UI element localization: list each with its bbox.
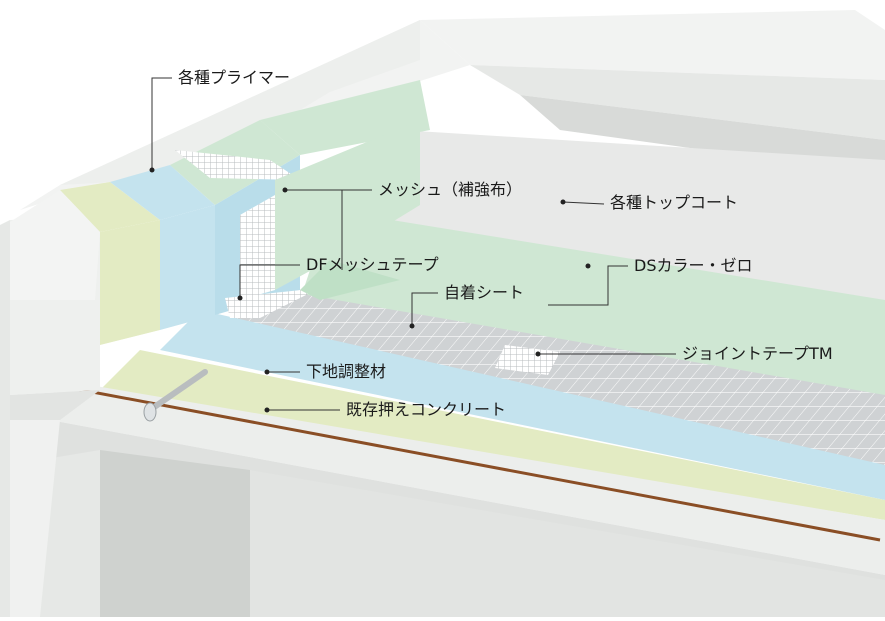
label-mesh: メッシュ（補強布） <box>378 180 522 200</box>
label-self-adhesive-sheet: 自着シート <box>444 283 524 303</box>
label-ds-color-zero: DSカラー・ゼロ <box>634 256 752 276</box>
label-base-conditioner: 下地調整材 <box>306 362 386 382</box>
label-existing-concrete: 既存押えコンクリート <box>346 400 506 420</box>
label-df-mesh-tape: DFメッシュテープ <box>306 255 439 275</box>
label-primer: 各種プライマー <box>178 68 290 88</box>
label-topcoat: 各種トップコート <box>610 193 738 213</box>
label-joint-tape: ジョイントテープTM <box>682 344 833 364</box>
